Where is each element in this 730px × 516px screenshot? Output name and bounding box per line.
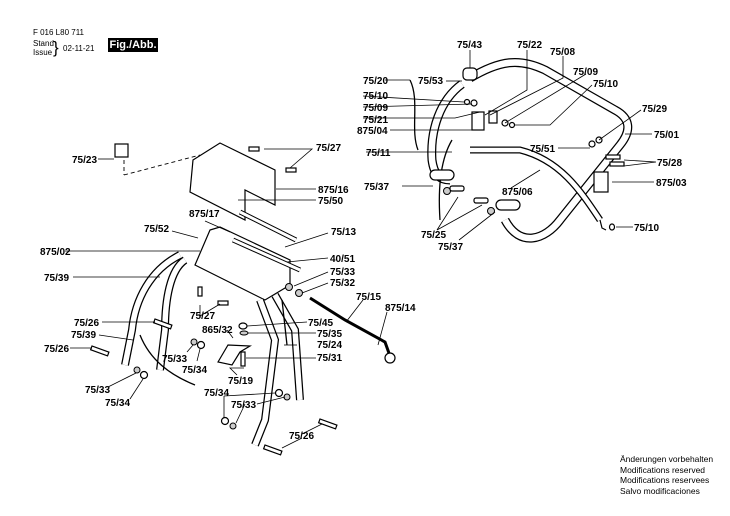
label-75-33-left: 75/33	[85, 385, 110, 396]
label-75-01: 75/01	[654, 130, 679, 141]
cable-clip-875-03	[593, 171, 609, 193]
label-75-32: 75/32	[330, 278, 355, 289]
label-75-15: 75/15	[356, 292, 381, 303]
label-75-31: 75/31	[317, 353, 342, 364]
notice-line-fr: Modifications reservees	[620, 475, 710, 485]
label-75-45: 75/45	[308, 318, 333, 329]
label-75-51: 75/51	[530, 144, 555, 155]
label-75-27-lower: 75/27	[190, 311, 215, 322]
label-75-37-lower: 75/37	[438, 242, 463, 253]
modifications-notice: Änderungen vorbehalten Modifications res…	[620, 454, 713, 496]
label-75-10-left: 75/10	[363, 91, 388, 102]
label-865-32: 865/32	[202, 325, 233, 336]
label-875-06: 875/06	[502, 187, 533, 198]
leader-lines	[65, 50, 657, 449]
label-75-26-left-lower: 75/26	[44, 344, 69, 355]
label-75-24: 75/24	[317, 340, 342, 351]
label-75-08: 75/08	[550, 47, 575, 58]
label-75-34-mid: 75/34	[182, 365, 207, 376]
label-75-27-upper: 75/27	[316, 143, 341, 154]
label-875-16: 875/16	[318, 185, 349, 196]
label-75-37-upper: 75/37	[364, 182, 389, 193]
label-40-51: 40/51	[330, 254, 355, 265]
label-75-23: 75/23	[72, 155, 97, 166]
label-75-21: 75/21	[363, 115, 388, 126]
label-75-29: 75/29	[642, 104, 667, 115]
label-75-34-left: 75/34	[105, 398, 130, 409]
label-75-09-upper: 75/09	[573, 67, 598, 78]
cover-875-16	[189, 142, 276, 221]
label-75-43: 75/43	[457, 40, 482, 51]
bracket-865-32	[217, 344, 253, 366]
label-75-52: 75/52	[144, 224, 169, 235]
label-875-02: 875/02	[40, 247, 71, 258]
issue-date: 02-11-21	[63, 44, 95, 53]
label-75-50: 75/50	[318, 196, 343, 207]
label-875-17: 875/17	[189, 209, 220, 220]
label-75-39-upper: 75/39	[44, 273, 69, 284]
notice-line-en: Modifications reserved	[620, 464, 706, 475]
knob-75-23	[114, 143, 129, 158]
label-75-33-mid: 75/33	[162, 354, 187, 365]
label-75-39-lower: 75/39	[71, 330, 96, 341]
part-number: F 016 L80 711	[33, 28, 85, 37]
label-75-10-right: 75/10	[634, 223, 659, 234]
label-75-22: 75/22	[517, 40, 542, 51]
callout-labels: 75/43 75/22 75/08 75/20 75/53 75/09 75/1…	[40, 40, 687, 442]
label-75-26-bottom: 75/26	[289, 431, 314, 442]
issue-label: Issue	[33, 48, 53, 57]
cable-clip-875-04	[471, 111, 485, 131]
label-75-11: 75/11	[366, 148, 391, 159]
label-75-33-lower: 75/33	[231, 400, 256, 411]
bracket-875-02	[194, 226, 291, 301]
label-75-26-left-upper: 75/26	[74, 318, 99, 329]
handle-clamp-part	[462, 67, 478, 81]
label-75-33-right: 75/33	[330, 267, 355, 278]
figure-label: Fig./Abb. 5	[108, 38, 158, 65]
label-75-34-lower: 75/34	[204, 388, 229, 399]
lower-frame-drawing	[89, 142, 396, 456]
notice-line-es: Salvo modificaciones	[620, 485, 700, 496]
brace: }	[53, 38, 59, 57]
label-75-13: 75/13	[331, 227, 356, 238]
upper-handle-drawing	[409, 57, 633, 243]
label-875-03: 875/03	[656, 178, 687, 189]
label-75-19: 75/19	[228, 376, 253, 387]
label-875-14: 875/14	[385, 303, 416, 314]
label-75-09-left: 75/09	[363, 103, 388, 114]
stand-label: Stand	[33, 39, 54, 48]
label-875-04: 875/04	[357, 126, 388, 137]
label-75-10-upper: 75/10	[593, 79, 618, 90]
label-75-25: 75/25	[421, 230, 446, 241]
label-75-28: 75/28	[657, 158, 682, 169]
notice-line-de: Änderungen vorbehalten	[620, 454, 714, 464]
label-75-20: 75/20	[363, 76, 388, 87]
label-75-53: 75/53	[418, 76, 443, 87]
label-75-35: 75/35	[317, 329, 342, 340]
